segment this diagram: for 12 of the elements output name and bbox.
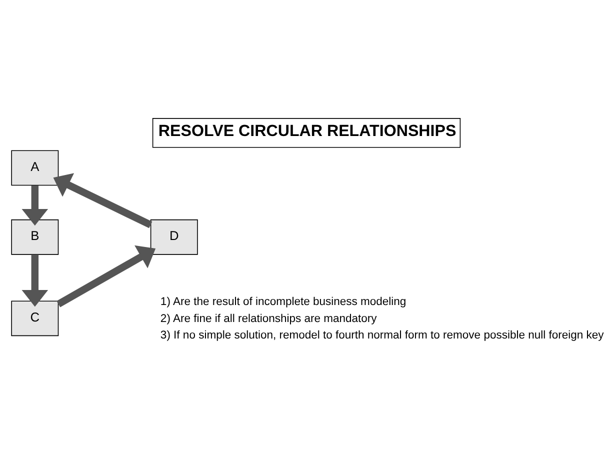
node-box: B <box>11 219 59 255</box>
diagram-title: RESOLVE CIRCULAR RELATIONSHIPS <box>158 122 456 140</box>
node-box: C <box>11 300 59 336</box>
arrow <box>22 254 48 307</box>
label: 1) Are the result of incomplete business modeling <box>160 296 406 308</box>
arrow <box>56 245 156 308</box>
label: 2) Are fine if all relationships are mandatory <box>160 312 377 325</box>
arrow <box>22 185 48 226</box>
arrow <box>53 173 152 228</box>
node-box: D <box>150 219 198 255</box>
label: 3) If no simple solution, remodel to fourth normal form to remove possible null foreign key <box>160 330 604 342</box>
node-box: A <box>11 150 59 186</box>
